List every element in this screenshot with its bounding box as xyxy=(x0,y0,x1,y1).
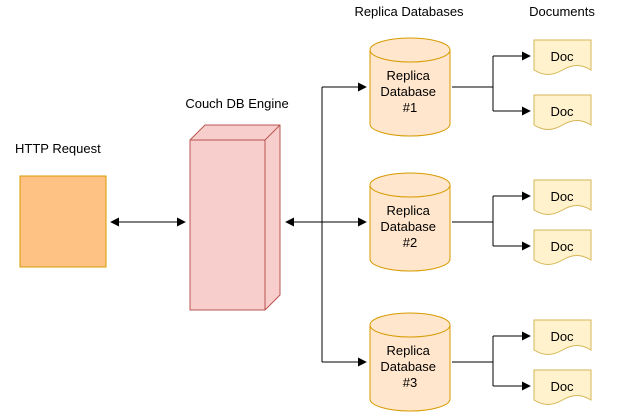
http-request-label: HTTP Request xyxy=(15,141,101,156)
documents-replica-2: Doc Doc xyxy=(533,179,592,265)
couchdb-engine-box xyxy=(189,124,281,311)
replica-database-3: Replica Database #3 xyxy=(369,312,451,412)
document-shape xyxy=(533,179,592,215)
label-line: Replica xyxy=(387,343,431,358)
replica-database-1: Replica Database #1 xyxy=(369,37,451,137)
label-line: Replica xyxy=(387,68,431,83)
database-cylinder xyxy=(369,37,451,137)
label-line: #1 xyxy=(403,100,417,115)
http-request-box xyxy=(19,175,107,268)
doc-label: Doc xyxy=(550,239,574,254)
document-shape xyxy=(533,319,592,355)
document-shape xyxy=(533,229,592,265)
documents-replica-3: Doc Doc xyxy=(533,319,592,405)
database-cylinder xyxy=(369,312,451,412)
doc-label: Doc xyxy=(550,329,574,344)
replica-database-2-label: Replica Database #2 xyxy=(380,203,439,250)
label-line: Replica xyxy=(387,203,431,218)
database-cylinder-top-edge xyxy=(369,324,451,338)
doc-label: Doc xyxy=(550,189,574,204)
label-line: Database xyxy=(380,359,436,374)
couchdb-engine-label: Couch DB Engine xyxy=(185,96,288,111)
document-shape xyxy=(533,94,592,130)
document-shape xyxy=(533,39,592,75)
doc-label: Doc xyxy=(550,379,574,394)
database-cylinder-top-edge xyxy=(369,184,451,198)
documents-header: Documents xyxy=(529,4,595,19)
doc-label: Doc xyxy=(550,104,574,119)
label-line: #2 xyxy=(403,235,417,250)
replica-database-1-label: Replica Database #1 xyxy=(380,68,439,115)
database-cylinder-top-edge xyxy=(369,49,451,63)
document-shape xyxy=(533,369,592,405)
connectors xyxy=(110,51,531,391)
doc-label: Doc xyxy=(550,49,574,64)
replica-database-2: Replica Database #2 xyxy=(369,172,451,272)
database-cylinder xyxy=(369,172,451,272)
replica-database-3-label: Replica Database #3 xyxy=(380,343,439,390)
couchdb-engine-box-edges xyxy=(190,124,281,310)
label-line: Database xyxy=(380,84,436,99)
replica-databases-header: Replica Databases xyxy=(354,4,464,19)
label-line: Database xyxy=(380,219,436,234)
documents-replica-1: Doc Doc xyxy=(533,39,592,130)
label-line: #3 xyxy=(403,375,417,390)
